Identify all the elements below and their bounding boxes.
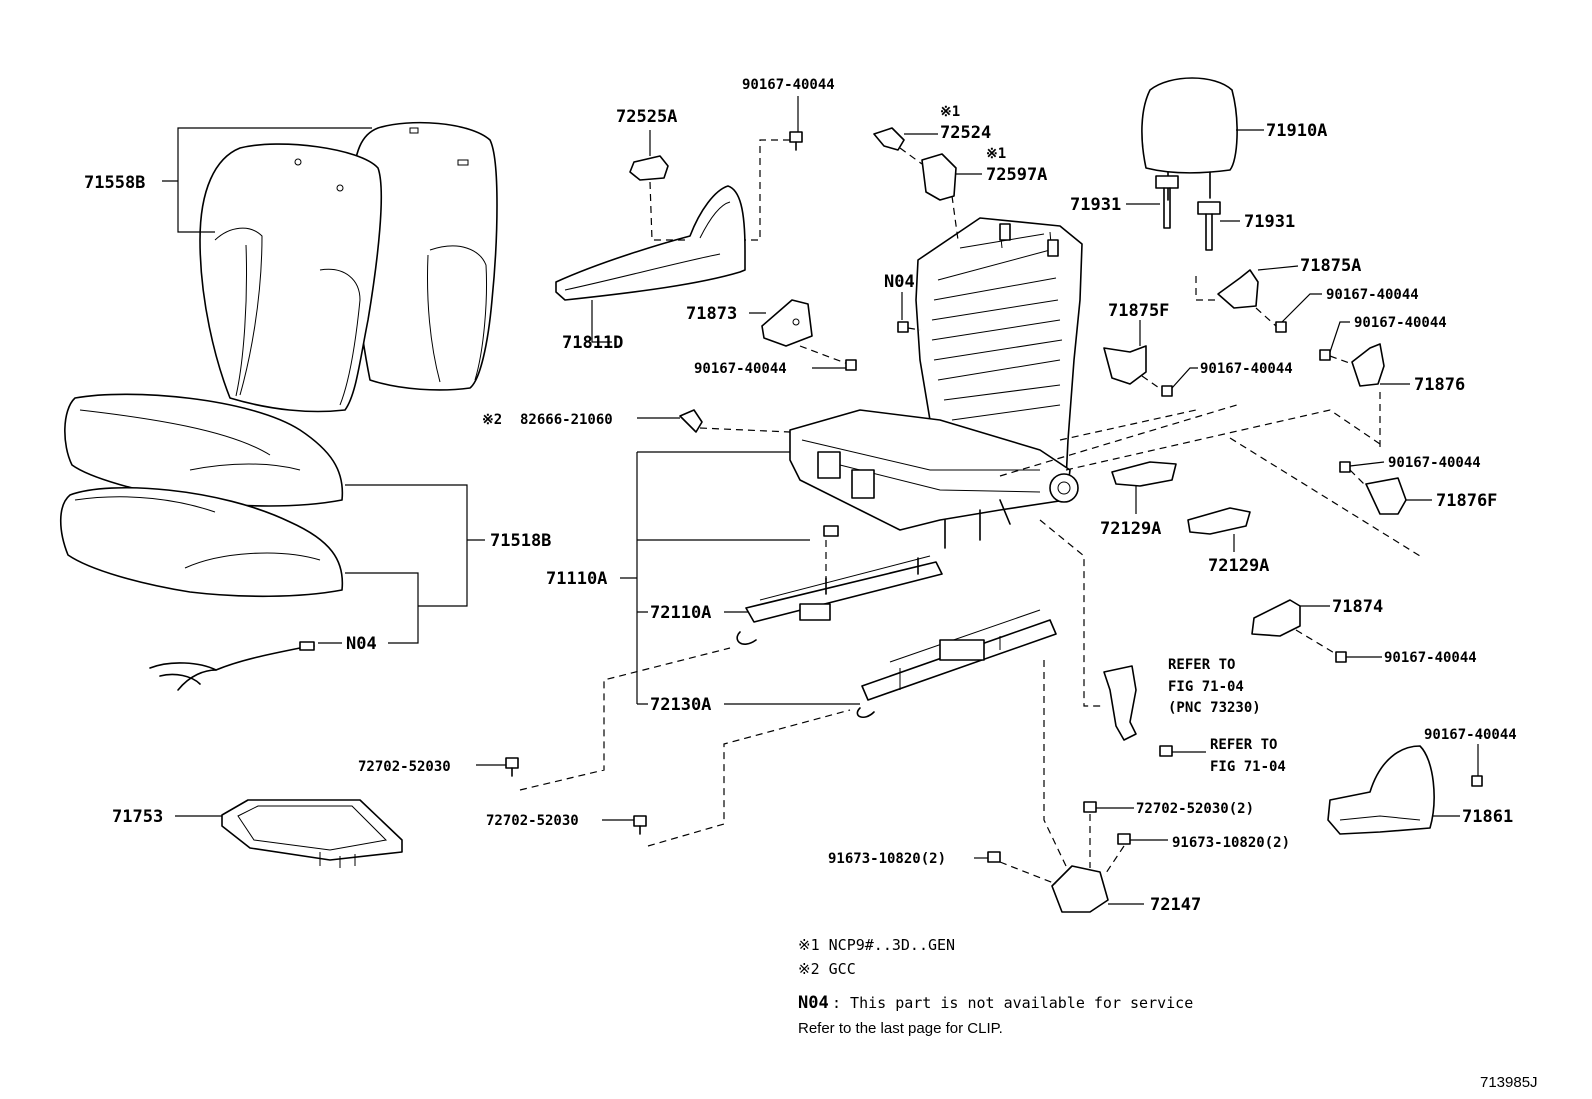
refer-1-line-1: REFER TO bbox=[1168, 657, 1235, 673]
note-1: ※1 NCP9#..3D..GEN bbox=[798, 936, 955, 954]
label-71876: 71876 bbox=[1414, 375, 1465, 395]
bolt-72702-c bbox=[1083, 801, 1097, 813]
seat-track-outer-72130A bbox=[856, 609, 1057, 719]
seat-belt-buckle bbox=[1103, 665, 1137, 741]
label-90167-71874: 90167-40044 bbox=[1384, 650, 1477, 666]
bolt-90167-mid bbox=[1161, 385, 1173, 397]
note-3-code: N04 bbox=[798, 993, 829, 1013]
label-90167-mid: 90167-40044 bbox=[1200, 361, 1293, 377]
label-90167-r1: 90167-40044 bbox=[1326, 287, 1419, 303]
label-n04-frame: N04 bbox=[884, 272, 915, 292]
label-71558B: 71558B bbox=[84, 173, 145, 193]
cover-72524 bbox=[873, 127, 905, 151]
note-2: ※2 GCC bbox=[798, 960, 856, 978]
label-72525A: 72525A bbox=[616, 107, 677, 127]
bolt-90167-71874 bbox=[1335, 651, 1347, 663]
label-90167-top: 90167-40044 bbox=[742, 77, 835, 93]
label-71910A: 71910A bbox=[1266, 121, 1327, 141]
label-72110A: 72110A bbox=[650, 603, 711, 623]
headrest-guide-b bbox=[1197, 201, 1221, 251]
label-71875F: 71875F bbox=[1108, 301, 1169, 321]
label-91673-a: 91673-10820(2) bbox=[1172, 835, 1290, 851]
lever-72129A-b bbox=[1187, 507, 1251, 535]
bolt-90167-71873 bbox=[845, 359, 857, 371]
bolt-90167-top bbox=[789, 131, 803, 151]
seatback-cover-rear bbox=[199, 143, 383, 413]
label-82666-mark: ※2 bbox=[482, 412, 502, 428]
label-71876F: 71876F bbox=[1436, 491, 1497, 511]
label-72524-mark: ※1 bbox=[940, 104, 960, 120]
bracket-71873 bbox=[761, 299, 813, 347]
label-72597A: 72597A bbox=[986, 165, 1047, 185]
label-72597A-mark: ※1 bbox=[986, 146, 1006, 162]
refer-2-line-1: REFER TO bbox=[1210, 737, 1277, 753]
bolt-72702-a bbox=[505, 757, 519, 777]
clip-82666 bbox=[679, 409, 703, 433]
lever-72129A-a bbox=[1111, 461, 1177, 487]
label-90167-71861: 90167-40044 bbox=[1424, 727, 1517, 743]
label-72702-a: 72702-52030 bbox=[358, 759, 451, 775]
label-72129A-b: 72129A bbox=[1208, 556, 1269, 576]
bolt-72702-b bbox=[633, 815, 647, 835]
refer-2-line-2: FIG 71-04 bbox=[1210, 759, 1286, 775]
side-shield-cover bbox=[555, 185, 746, 301]
label-71518B: 71518B bbox=[490, 531, 551, 551]
label-71874: 71874 bbox=[1332, 597, 1383, 617]
seat-cushion-cover-top bbox=[64, 393, 344, 507]
label-71753: 71753 bbox=[112, 807, 163, 827]
label-72524: 72524 bbox=[940, 123, 991, 143]
seatback-board-71861 bbox=[1327, 745, 1435, 835]
bolt-90167-71861 bbox=[1471, 775, 1483, 787]
refer-1-line-2: FIG 71-04 bbox=[1168, 679, 1244, 695]
note-4: Refer to the last page for CLIP. bbox=[798, 1020, 1003, 1037]
cover-71876 bbox=[1351, 343, 1385, 387]
nut-n04-frame bbox=[897, 321, 909, 333]
cover-71876F bbox=[1365, 477, 1407, 515]
bolt-91673-b bbox=[987, 851, 1001, 863]
label-71811D: 71811D bbox=[562, 333, 623, 353]
refer-1-line-3: (PNC 73230) bbox=[1168, 700, 1261, 716]
cover-71875A bbox=[1217, 269, 1259, 309]
cover-71875F bbox=[1103, 345, 1147, 385]
label-72702-b: 72702-52030 bbox=[486, 813, 579, 829]
bolt-90167-r2 bbox=[1319, 349, 1331, 361]
label-71931-b: 71931 bbox=[1244, 212, 1295, 232]
label-n04-left: N04 bbox=[346, 634, 377, 654]
bracket-72147 bbox=[1051, 865, 1109, 913]
label-71861: 71861 bbox=[1462, 807, 1513, 827]
clip-72525A bbox=[629, 155, 669, 181]
label-71931-a: 71931 bbox=[1070, 195, 1121, 215]
label-82666: 82666-21060 bbox=[520, 412, 613, 428]
bolt-buckle bbox=[1159, 745, 1173, 757]
label-71110A: 71110A bbox=[546, 569, 607, 589]
label-72702-c: 72702-52030(2) bbox=[1136, 801, 1254, 817]
label-90167-r2: 90167-40044 bbox=[1354, 315, 1447, 331]
label-72130A: 72130A bbox=[650, 695, 711, 715]
heater-wire-harness bbox=[149, 641, 315, 691]
headrest-guide-a bbox=[1155, 175, 1179, 229]
cover-72597A bbox=[921, 153, 957, 201]
label-91673-b: 91673-10820(2) bbox=[828, 851, 946, 867]
cover-71874 bbox=[1251, 599, 1301, 637]
figure-id: 713985J bbox=[1480, 1074, 1538, 1091]
bolt-90167-r3 bbox=[1339, 461, 1351, 473]
label-71873: 71873 bbox=[686, 304, 737, 324]
label-90167-r3: 90167-40044 bbox=[1388, 455, 1481, 471]
label-72129A-a: 72129A bbox=[1100, 519, 1161, 539]
label-90167-71873: 90167-40044 bbox=[694, 361, 787, 377]
seat-cushion-frame bbox=[789, 409, 1079, 549]
seat-track-inner-72110A bbox=[736, 555, 943, 645]
bolt-91673-a bbox=[1117, 833, 1131, 845]
label-72147: 72147 bbox=[1150, 895, 1201, 915]
bolt-90167-r1 bbox=[1275, 321, 1287, 333]
label-71875A: 71875A bbox=[1300, 256, 1361, 276]
seat-cushion-pan bbox=[221, 799, 403, 868]
note-3-text: : This part is not available for service bbox=[832, 994, 1193, 1012]
seat-cushion-cover-bottom bbox=[59, 486, 344, 598]
